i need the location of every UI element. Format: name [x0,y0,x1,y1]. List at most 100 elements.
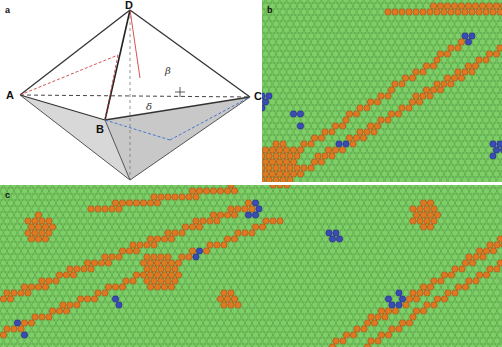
atom [301,9,307,15]
atom [39,230,45,236]
atom [403,218,409,224]
atom [424,206,430,212]
atom [144,185,150,188]
atom [374,15,380,21]
atom [196,188,202,194]
atom [207,185,213,188]
atom [385,69,391,75]
atom [490,33,496,39]
atom [256,194,262,200]
atom [364,21,370,27]
atom [269,147,275,153]
atom [133,224,139,230]
atom [329,57,335,63]
atom [322,33,328,39]
atom [231,224,237,230]
atom [147,236,153,242]
atom [385,200,391,206]
atom [0,194,3,200]
atom [402,147,408,153]
atom [409,75,415,81]
atom [161,212,167,218]
atom [269,51,275,57]
atom [431,230,437,236]
atom [336,177,342,182]
atom [294,177,300,182]
atom [161,200,167,206]
atom [476,105,482,111]
atom [441,0,447,3]
atom [133,212,139,218]
atom [455,33,461,39]
atom [276,111,282,117]
atom [53,194,59,200]
atom [297,135,303,141]
atom [283,147,289,153]
thompson-octahedron [20,10,250,180]
atom [360,15,366,21]
atom [434,21,440,27]
atom [396,206,402,212]
atom [441,141,447,147]
atom [343,200,349,206]
atom [444,39,450,45]
atom [357,69,363,75]
atom [105,212,111,218]
atom [193,185,199,188]
atom [42,224,48,230]
atom [74,185,80,188]
atom [480,206,486,212]
atom [130,206,136,212]
atom [340,242,346,248]
atom [402,51,408,57]
atom [189,188,195,194]
atom [256,218,262,224]
atom [455,248,461,254]
atom [371,248,377,254]
atom [343,153,349,159]
atom [420,153,426,159]
atom [455,117,461,123]
atom [266,33,272,39]
atom [32,242,38,248]
atom [420,200,426,206]
atom [361,230,367,236]
atom [350,200,356,206]
atom [483,57,489,63]
atom [353,75,359,81]
atom [406,177,412,182]
atom [490,21,496,27]
atom [315,224,321,230]
atom [332,87,338,93]
atom [441,57,447,63]
atom [175,200,181,206]
atom [200,218,206,224]
atom [378,93,384,99]
atom [304,159,310,165]
atom [448,81,454,87]
atom [364,200,370,206]
atom [343,81,349,87]
atom [4,206,10,212]
atom [430,123,436,129]
atom [158,218,164,224]
atom [361,218,367,224]
atom [290,135,296,141]
atom [319,230,325,236]
atom [276,159,282,165]
atom [336,224,342,230]
atom [95,206,101,212]
atom [126,224,132,230]
atom [336,117,342,123]
atom [175,224,181,230]
atom [165,230,171,236]
atom [77,224,83,230]
atom [343,141,349,147]
atom [451,15,457,21]
atom [262,39,268,45]
atom [14,248,20,254]
atom [374,147,380,153]
atom [147,224,153,230]
atom [88,185,94,188]
atom [462,57,468,63]
